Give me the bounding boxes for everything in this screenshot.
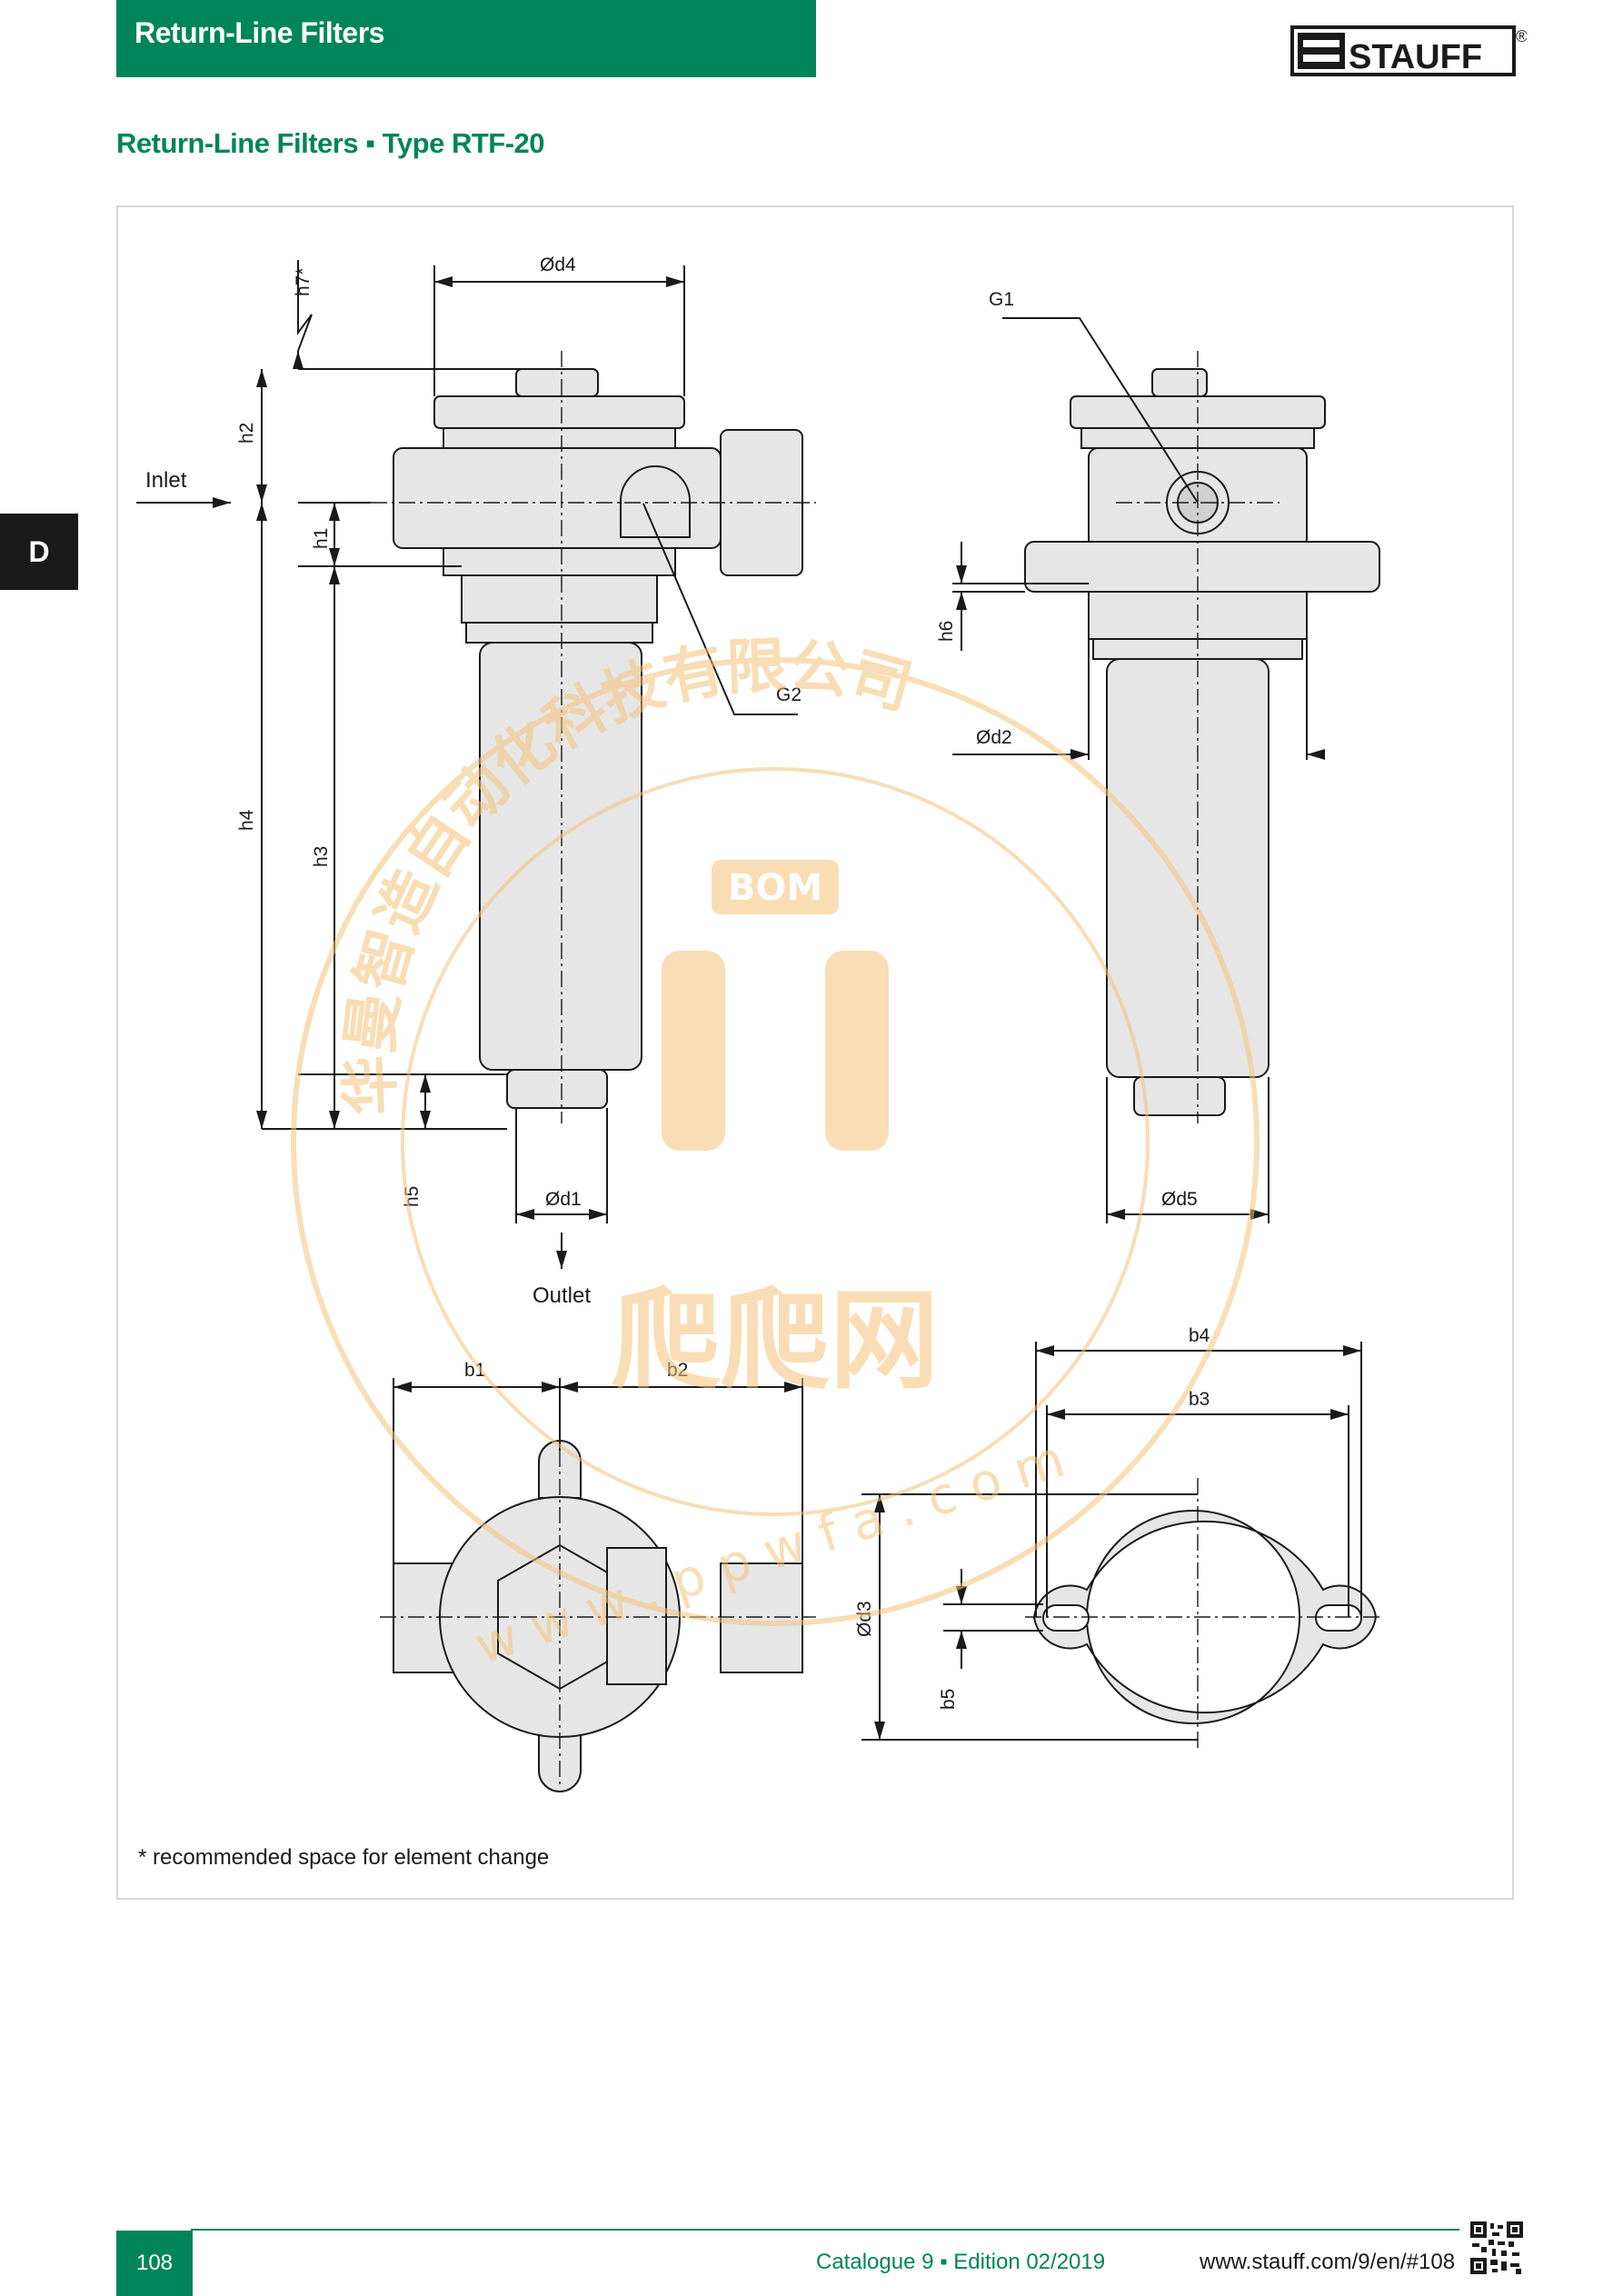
stauff-logo: STAUFF ® <box>1290 25 1527 76</box>
footer-rule <box>191 2229 1459 2231</box>
side-view <box>1024 368 1380 1116</box>
label-h3: h3 <box>311 846 332 867</box>
page-number: 108 <box>116 2231 193 2296</box>
label-h2: h2 <box>236 423 257 444</box>
label-d5: Ød5 <box>1161 1189 1198 1210</box>
front-view <box>393 368 803 1109</box>
header-band <box>116 0 816 77</box>
label-b2: b2 <box>667 1360 688 1381</box>
watermark-brand: BOM <box>728 867 822 909</box>
catalogue-edition: Catalogue 9 ▪ Edition 02/2019 <box>816 2250 1106 2274</box>
header-title: Return-Line Filters <box>134 16 384 49</box>
website-link[interactable]: www.stauff.com/9/en/#108 <box>1200 2250 1456 2274</box>
footnote: * recommended space for element change <box>138 1845 550 1870</box>
label-b3: b3 <box>1189 1389 1210 1410</box>
label-h1: h1 <box>311 528 332 549</box>
registered-mark: ® <box>1516 27 1527 45</box>
label-d2: Ød2 <box>976 727 1012 748</box>
watermark-name: 爬爬网 <box>612 1278 939 1404</box>
page-subtitle: Return-Line Filters ▪ Type RTF-20 <box>116 127 545 159</box>
label-g1: G1 <box>989 289 1014 310</box>
mounting-flange <box>1032 1510 1378 1724</box>
label-h7: h7* <box>293 267 314 296</box>
drawing-frame <box>116 205 1514 1900</box>
qr-code-icon[interactable] <box>1470 2221 1523 2274</box>
label-b5: b5 <box>938 1689 959 1710</box>
label-d1: Ød1 <box>545 1189 582 1210</box>
section-tab: D <box>0 514 78 590</box>
label-g2: G2 <box>776 684 802 705</box>
label-h4: h4 <box>236 809 257 831</box>
label-outlet: Outlet <box>533 1283 591 1308</box>
label-d4: Ød4 <box>540 255 576 275</box>
label-b4: b4 <box>1189 1325 1210 1346</box>
label-d3: Ød3 <box>854 1601 875 1637</box>
label-b1: b1 <box>464 1360 485 1381</box>
logo-wordmark: STAUFF <box>1349 38 1482 76</box>
label-inlet: Inlet <box>145 468 187 493</box>
label-h6: h6 <box>936 621 957 642</box>
technical-drawing: Ød4 h7* h2 h1 h4 h3 h5 Ød1 Inlet Outlet … <box>136 255 1384 1792</box>
